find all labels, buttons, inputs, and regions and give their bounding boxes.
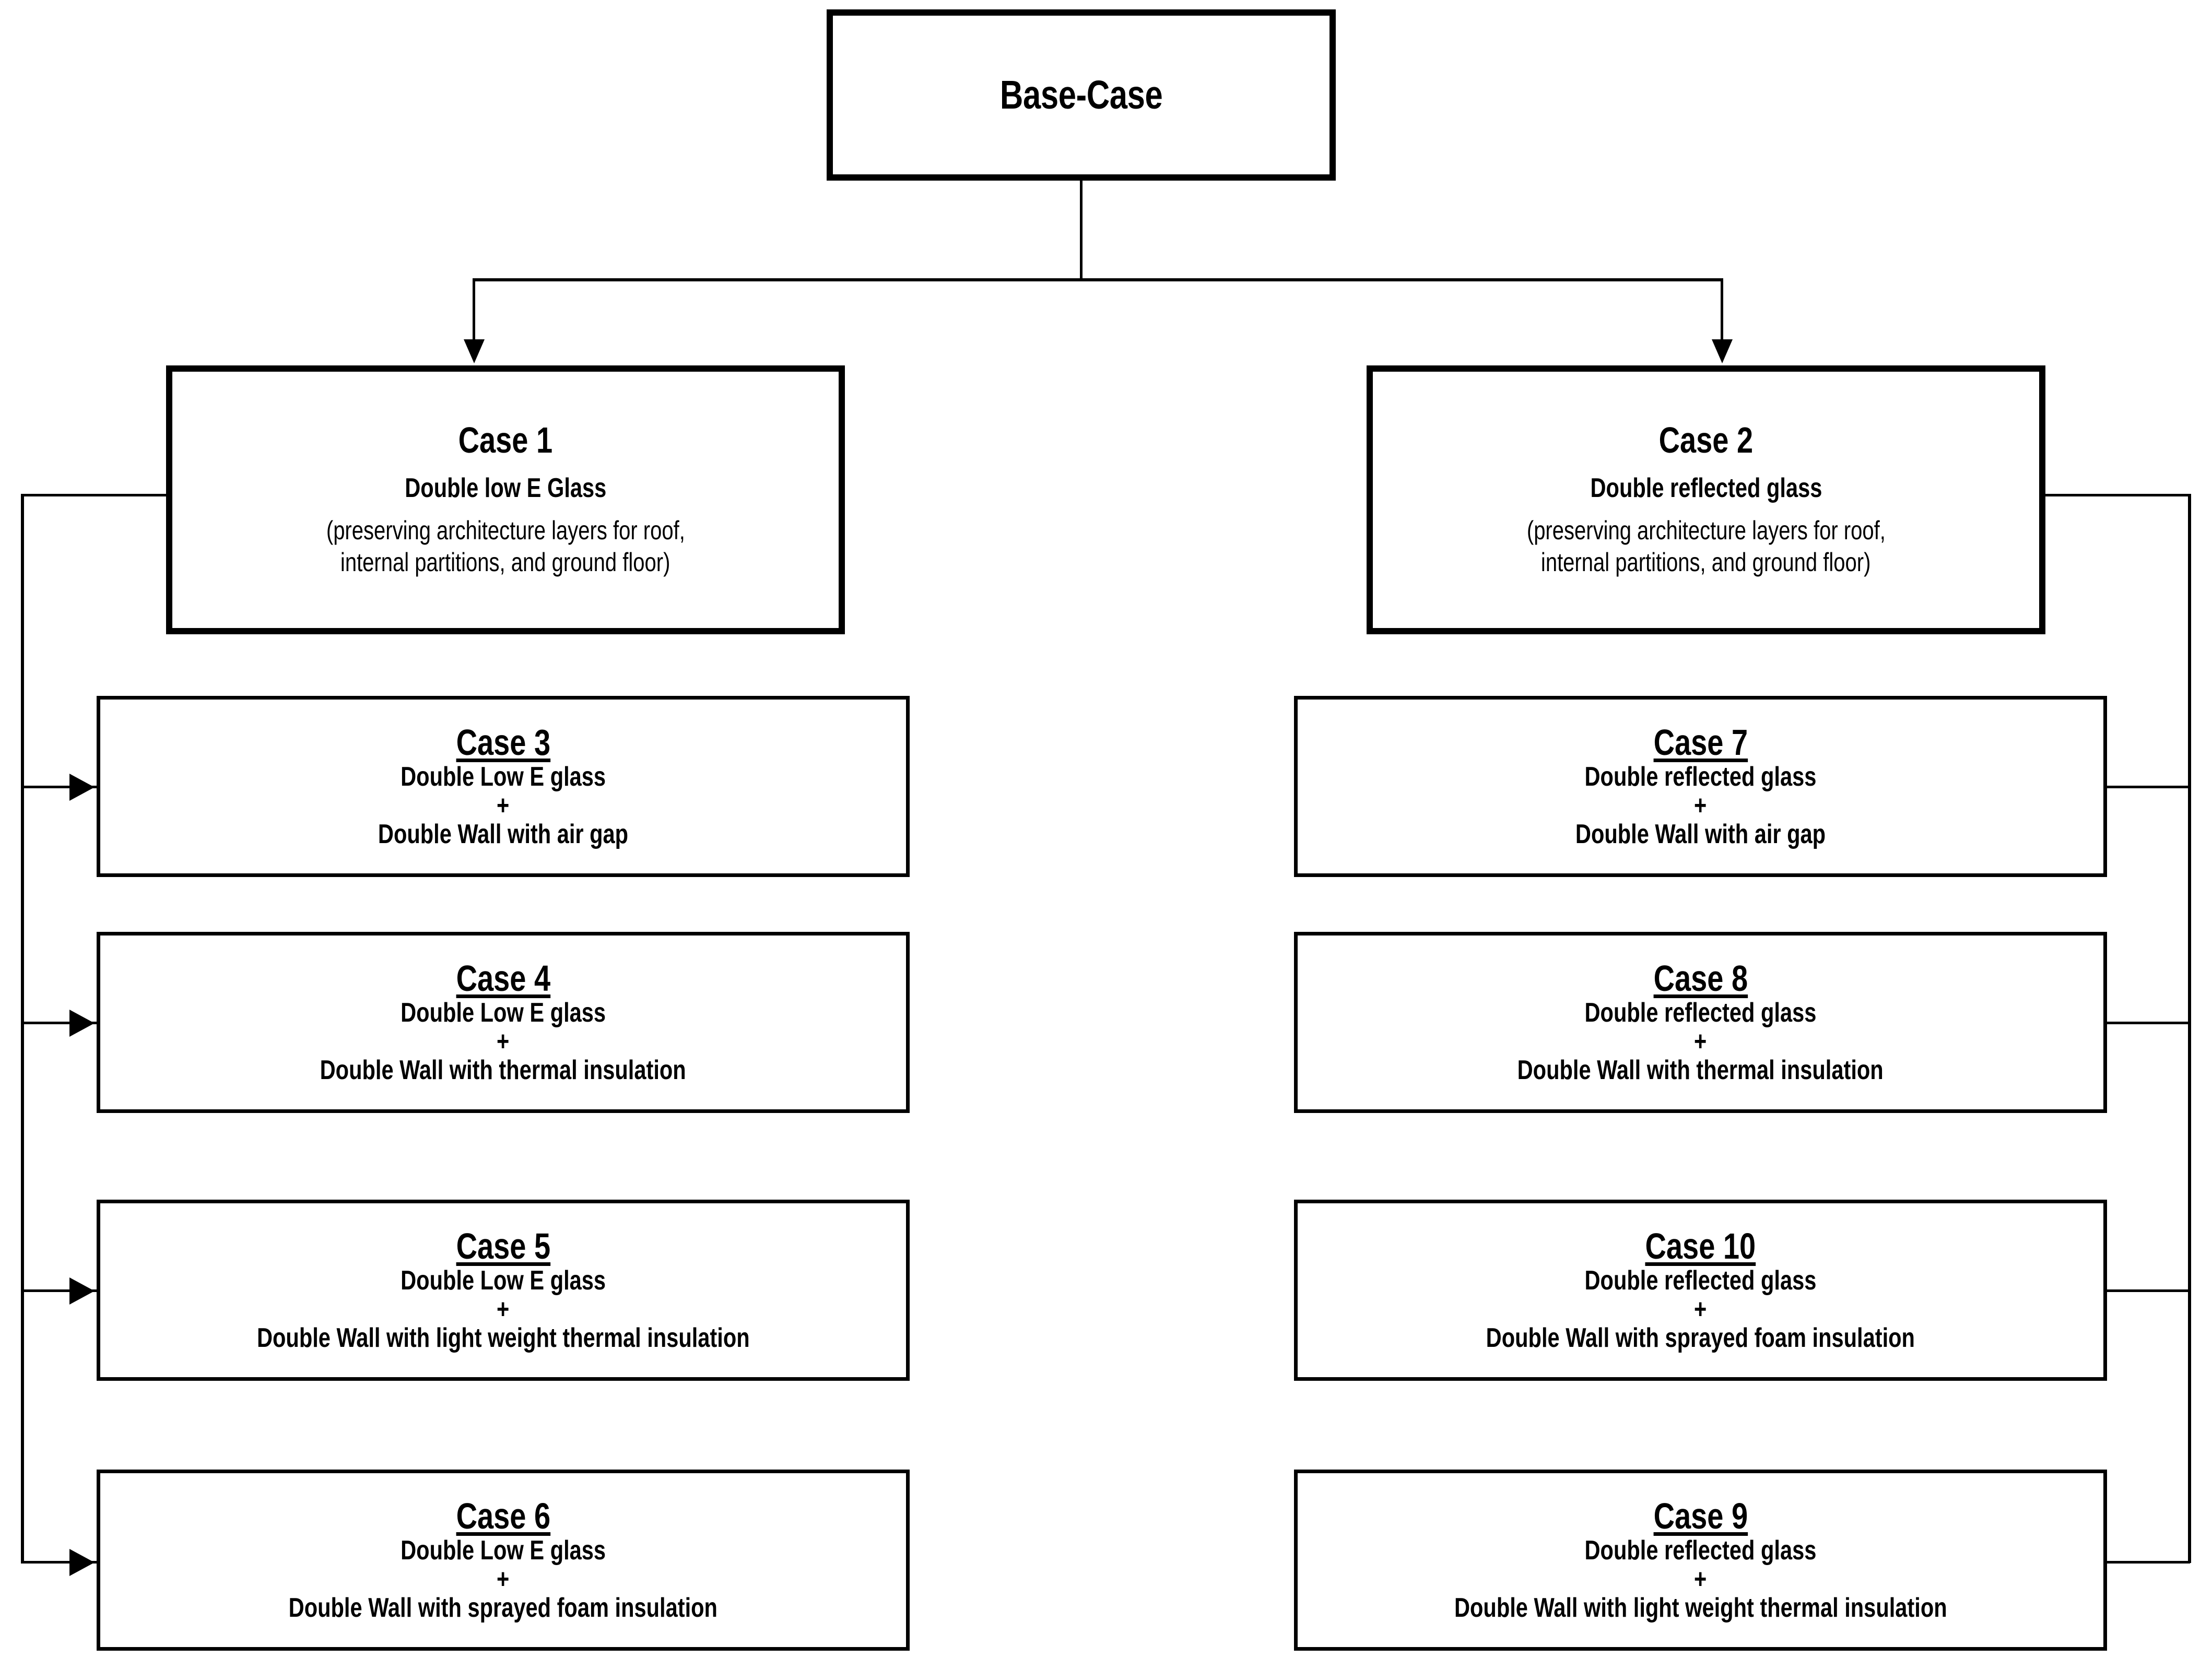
node-case-1[interactable]: Case 1 Double low E Glass (preserving ar… [166,365,845,634]
case-7-plus: + [1694,790,1707,821]
case-6-plus: + [497,1564,510,1595]
node-case-6[interactable]: Case 6 Double Low E glass + Double Wall … [97,1470,910,1651]
node-case-7[interactable]: Case 7 Double reflected glass + Double W… [1294,696,2107,877]
case-1-title: Case 1 [458,419,553,460]
case-1-note-line-1: (preserving architecture layers for roof… [326,516,685,546]
connector-root-stem [1080,181,1083,281]
connector-case2-stub [2043,494,2191,496]
arrowhead-to-case-5 [69,1277,95,1305]
case-8-wall: Double Wall with thermal insulation [1517,1055,1884,1086]
case-10-title: Case 10 [1645,1225,1756,1266]
case-1-note-line-2: internal partitions, and ground floor) [340,548,670,577]
connector-drop-left [473,278,475,341]
case-9-wall: Double Wall with light weight thermal in… [1454,1593,1947,1624]
connector-root-bar [473,278,1723,281]
case-1-glass: Double low E Glass [404,473,607,504]
node-case-9[interactable]: Case 9 Double reflected glass + Double W… [1294,1470,2107,1651]
case-8-plus: + [1694,1026,1707,1057]
case-10-glass: Double reflected glass [1584,1265,1817,1296]
arrowhead-to-case-3 [69,774,95,801]
case-5-title: Case 5 [456,1225,550,1266]
arrowhead-to-case-6 [69,1549,95,1576]
case-2-note-line-2: internal partitions, and ground floor) [1541,548,1871,577]
node-case-3[interactable]: Case 3 Double Low E glass + Double Wall … [97,696,910,877]
arrowhead-to-case-2 [1712,339,1733,363]
case-7-title: Case 7 [1653,721,1748,763]
case-7-glass: Double reflected glass [1584,762,1817,792]
case-7-wall: Double Wall with air gap [1575,819,1826,850]
connector-left-spine [21,494,24,1563]
node-case-4[interactable]: Case 4 Double Low E glass + Double Wall … [97,932,910,1113]
case-4-wall: Double Wall with thermal insulation [320,1055,687,1086]
case-10-plus: + [1694,1294,1707,1325]
case-5-wall: Double Wall with light weight thermal in… [256,1323,750,1354]
node-case-5[interactable]: Case 5 Double Low E glass + Double Wall … [97,1200,910,1381]
case-2-title: Case 2 [1658,419,1754,460]
case-8-title: Case 8 [1653,957,1748,999]
connector-arm-to-case-10 [2087,1289,2190,1292]
case-9-title: Case 9 [1653,1495,1748,1536]
arrowhead-to-case-1 [464,339,485,363]
case-4-glass: Double Low E glass [401,998,606,1028]
case-2-note-line-1: (preserving architecture layers for roof… [1526,516,1886,546]
case-9-glass: Double reflected glass [1584,1535,1817,1566]
base-case-label: Base-Case [999,72,1163,117]
connector-drop-right [1721,278,1723,341]
node-case-8[interactable]: Case 8 Double reflected glass + Double W… [1294,932,2107,1113]
connector-arm-to-case-9 [2087,1561,2190,1564]
connector-case1-stub [21,494,168,496]
case-5-glass: Double Low E glass [401,1265,606,1296]
arrowhead-to-case-4 [69,1010,95,1037]
connector-arm-to-case-8 [2087,1022,2190,1024]
node-case-2[interactable]: Case 2 Double reflected glass (preservin… [1367,365,2045,634]
case-6-title: Case 6 [456,1495,550,1536]
case-6-glass: Double Low E glass [401,1535,606,1566]
case-3-glass: Double Low E glass [401,762,606,792]
case-5-plus: + [497,1294,510,1325]
case-3-wall: Double Wall with air gap [378,819,629,850]
case-3-title: Case 3 [456,721,550,763]
case-2-glass: Double reflected glass [1590,473,1822,504]
case-6-wall: Double Wall with sprayed foam insulation [288,1593,718,1624]
case-3-plus: + [497,790,510,821]
case-9-plus: + [1694,1564,1707,1595]
case-8-glass: Double reflected glass [1584,998,1817,1028]
node-case-10[interactable]: Case 10 Double reflected glass + Double … [1294,1200,2107,1381]
case-4-title: Case 4 [456,957,550,999]
connector-arm-to-case-7 [2087,786,2190,788]
case-4-plus: + [497,1026,510,1057]
node-base-case[interactable]: Base-Case [827,9,1336,181]
case-10-wall: Double Wall with sprayed foam insulation [1486,1323,1915,1354]
connector-right-spine [2188,494,2191,1563]
